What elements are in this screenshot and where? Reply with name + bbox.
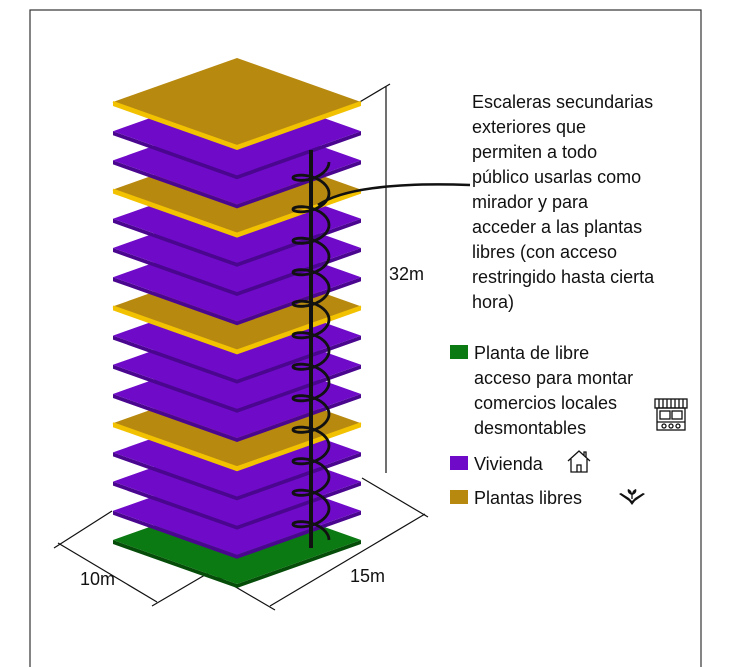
hands-plant-icon	[619, 489, 645, 505]
width-dimension-label: 10m	[80, 569, 115, 589]
legend-swatch-purple	[450, 456, 468, 470]
stair-annotation-line: Escaleras secundarias	[472, 92, 653, 112]
stair-annotation-line: público usarlas como	[472, 167, 641, 187]
floor-slab-highlight	[112, 305, 362, 352]
depth-dimension-label: 15m	[350, 566, 385, 586]
stair-annotation-line: hora)	[472, 292, 514, 312]
helical-staircase	[291, 150, 331, 548]
legend: Planta de libre acceso para montar comer…	[450, 343, 688, 508]
depth-dimension-line	[269, 513, 426, 607]
floor-slab-highlight	[112, 101, 362, 148]
legend-label-line: Planta de libre	[474, 343, 589, 363]
stair-annotation-line: restringido hasta cierta	[472, 267, 655, 287]
stair-annotation-line: acceder a las plantas	[472, 217, 642, 237]
floor-slab-highlight	[112, 422, 362, 469]
house-icon	[567, 450, 591, 473]
stair-annotation-line: permiten a todo	[472, 142, 597, 162]
stair-annotation-line: mirador y para	[472, 192, 589, 212]
width-extension-line	[53, 510, 113, 549]
stair-helix	[291, 161, 331, 541]
annotation-leader-line	[317, 183, 471, 207]
height-extension-line	[357, 83, 391, 104]
width-dimension-line	[57, 542, 158, 603]
depth-extension-line-2	[361, 477, 429, 518]
width-extension-line-2	[151, 571, 211, 607]
building-floors	[112, 58, 362, 588]
stair-annotation-line: libres (con acceso	[472, 242, 617, 262]
market-stall-icon	[654, 398, 688, 431]
stair-annotation-line: exteriores que	[472, 117, 586, 137]
legend-label-line: Plantas libres	[474, 488, 582, 508]
legend-label-line: acceso para montar	[474, 368, 633, 388]
legend-label-line: comercios locales	[474, 393, 617, 413]
legend-swatch-gold	[450, 490, 468, 504]
legend-label-line: Vivienda	[474, 454, 544, 474]
frame-border	[29, 9, 702, 667]
height-dimension-label: 32m	[389, 264, 424, 284]
legend-swatch-green	[450, 345, 468, 359]
stair-annotation: Escaleras secundarias exteriores que per…	[472, 92, 655, 312]
legend-label-line: desmontables	[474, 418, 586, 438]
